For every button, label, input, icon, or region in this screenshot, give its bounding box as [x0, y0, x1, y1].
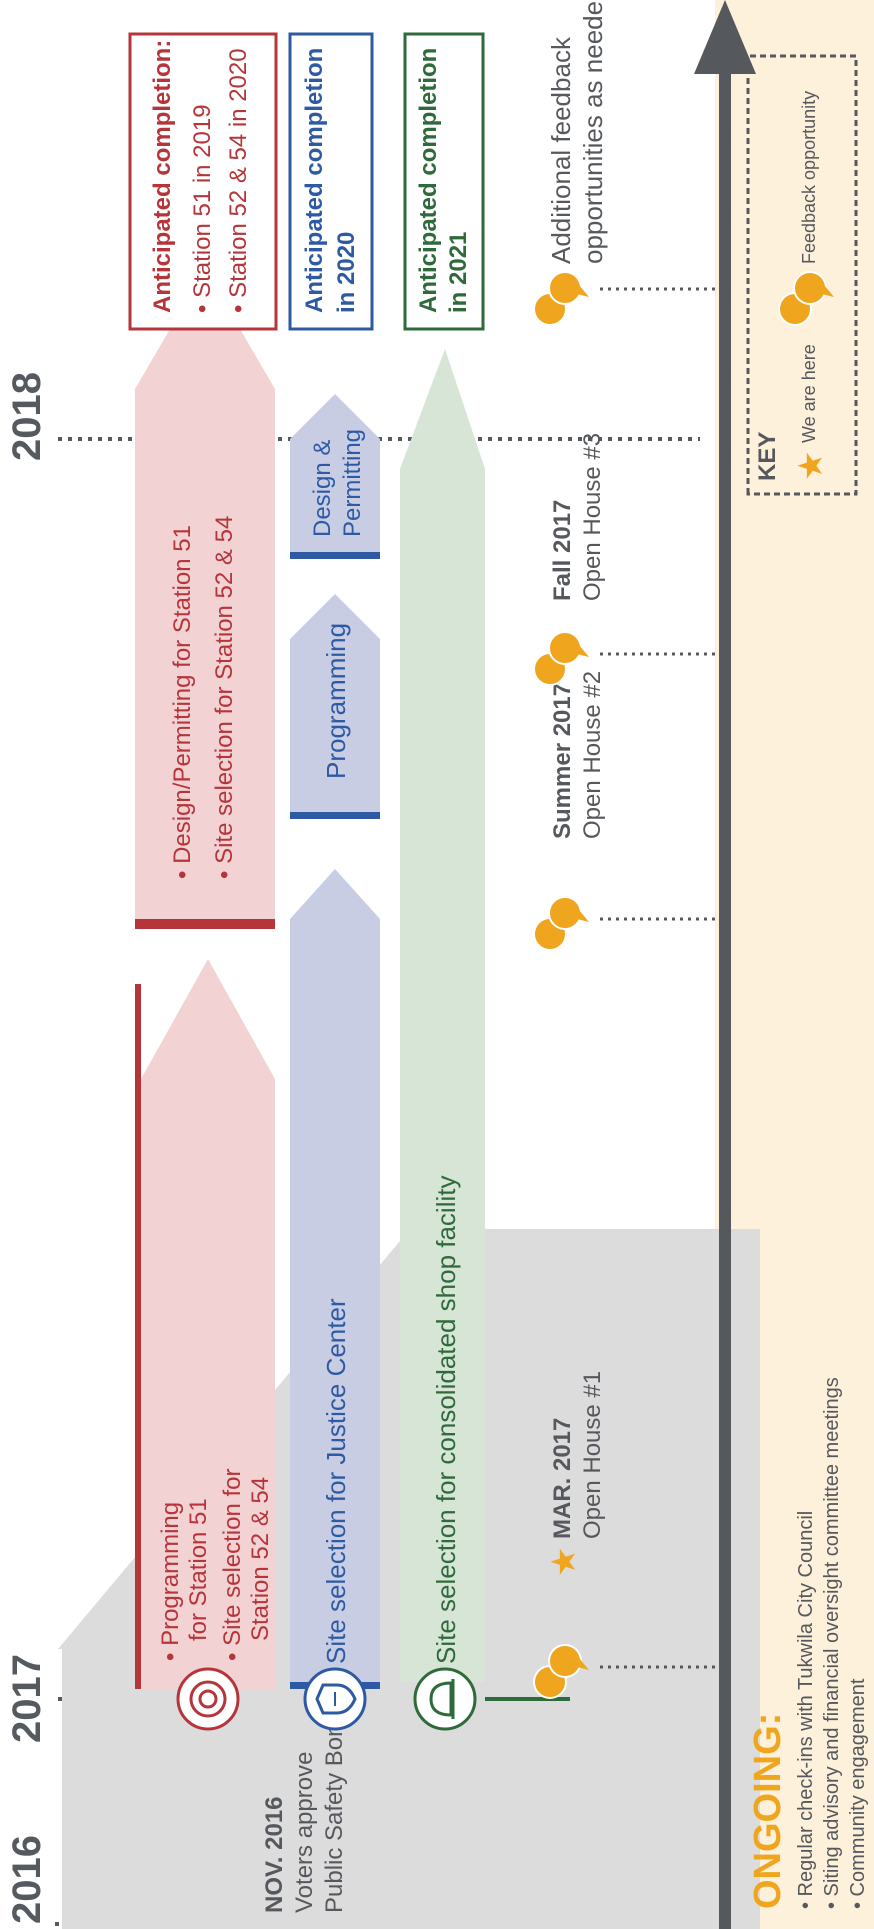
- shop-phase1-arrow: [400, 349, 485, 1682]
- key-box: [746, 54, 858, 496]
- justice-phase3-l2: Permitting: [339, 429, 366, 537]
- justice-completion-l2: in 2020: [333, 232, 360, 313]
- ongoing-item-3: • Community engagement: [847, 1678, 869, 1909]
- shop-completion-l1: Anticipated completion: [415, 48, 442, 313]
- bond-date: NOV. 2016: [261, 1796, 288, 1913]
- event1-date: MAR. 2017: [549, 1418, 576, 1539]
- event3-label: Open House #3: [579, 433, 606, 601]
- fire-phase2-bar: [135, 919, 275, 929]
- event1-star-icon: ★: [544, 1547, 584, 1577]
- fire-phase1-item2-l2: Station 52 & 54: [247, 1477, 274, 1641]
- year-2018: 2018: [5, 372, 49, 461]
- year-2016: 2016: [5, 1835, 49, 1924]
- key-star-icon: ★: [791, 451, 831, 481]
- fire-station-icon: [176, 1667, 240, 1731]
- fire-phase2-item2: • Site selection for Station 52 & 54: [211, 516, 238, 879]
- justice-phase3-bar: [290, 552, 380, 559]
- key-we-are-here: We are here: [799, 344, 819, 443]
- ongoing-title: ONGOING:: [747, 1713, 789, 1909]
- ongoing-item-1: • Regular check-ins with Tukwila City Co…: [795, 1511, 817, 1909]
- justice-phase3-l1: Design &: [309, 440, 336, 537]
- shop-completion-box: [403, 32, 485, 331]
- fire-completion-item2: • Station 52 & 54 in 2020: [225, 48, 252, 313]
- ongoing-item-2: • Siting advisory and financial oversigh…: [821, 1377, 843, 1909]
- bond-line2: Public Safety Bond: [321, 1710, 348, 1913]
- speech-bubbles-icon: [533, 271, 590, 326]
- key-title: KEY: [754, 432, 781, 481]
- event2-label: Open House #2: [579, 671, 606, 839]
- justice-completion-l1: Anticipated completion: [301, 48, 328, 313]
- fire-phase2-item1: • Design/Permitting for Station 51: [169, 525, 196, 879]
- fire-phase2-arrow: [135, 269, 275, 919]
- hard-hat-icon: [413, 1667, 477, 1731]
- fire-completion-title: Anticipated completion:: [149, 40, 176, 313]
- fire-phase1-item1-l2: for Station 51: [185, 1498, 212, 1641]
- fire-phase1-item1-l1: • Programming: [157, 1502, 184, 1661]
- additional-l1: Additional feedback: [546, 36, 576, 264]
- fire-phase1-arrow: [141, 959, 275, 1689]
- justice-phase1-arrow: [290, 869, 380, 1682]
- justice-phase2-bar: [290, 812, 380, 819]
- police-badge-icon: [303, 1667, 367, 1731]
- timeline-arrow: [694, 0, 756, 74]
- event3-date: Fall 2017: [549, 500, 576, 601]
- event2-date: Summer 2017: [549, 683, 576, 839]
- justice-phase2-label: Programming: [321, 623, 351, 779]
- justice-completion-box: [288, 32, 374, 331]
- fire-phase1-item2-l1: • Site selection for: [219, 1468, 246, 1661]
- fire-completion-box: [128, 32, 278, 331]
- fire-phase1-bar: [135, 984, 141, 1689]
- key-feedback: Feedback opportunity: [799, 91, 819, 264]
- fire-completion-item1: • Station 51 in 2019: [189, 104, 216, 313]
- justice-phase3-arrow: [290, 394, 380, 552]
- shop-phase1-label: Site selection for consolidated shop fac…: [431, 1176, 461, 1665]
- speech-bubbles-icon: [533, 896, 590, 951]
- justice-phase1-label: Site selection for Justice Center: [321, 1298, 351, 1664]
- additional-l2: opportunities as needed: [578, 0, 608, 264]
- year-2017: 2017: [5, 1654, 49, 1743]
- justice-phase2-arrow: [290, 594, 380, 812]
- shop-completion-l2: in 2021: [445, 232, 472, 313]
- event1-label: Open House #1: [579, 1371, 606, 1539]
- bond-line1: Voters approve: [291, 1752, 318, 1913]
